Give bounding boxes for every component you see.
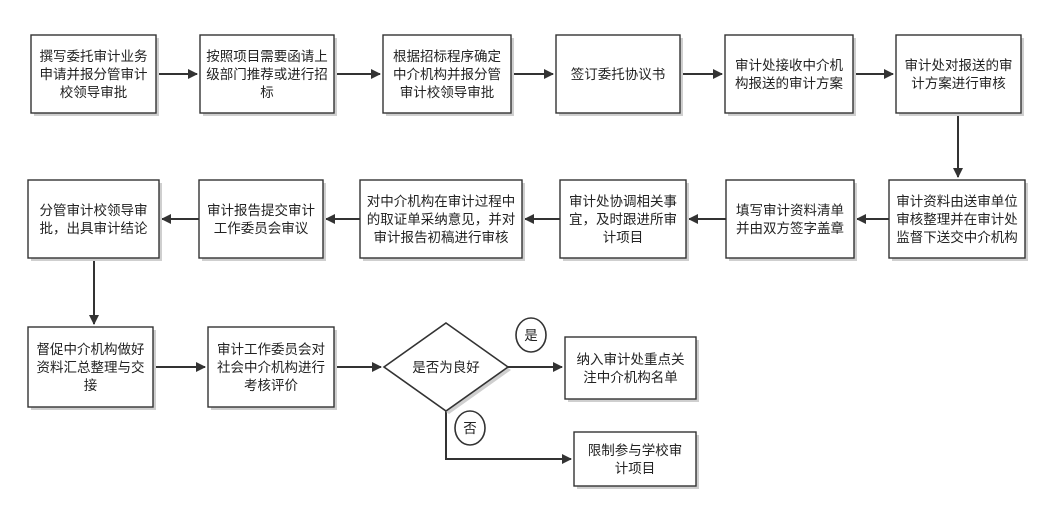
node-text-line: 审计工作委员会对	[217, 342, 325, 358]
process-box	[564, 336, 697, 400]
node-text-line: 纳入审计处重点关	[577, 352, 685, 368]
process-box	[895, 34, 1022, 114]
node-text-line: 申请并报分管审计	[40, 67, 148, 83]
process-box	[199, 34, 335, 114]
node-n15: 是否为良好	[382, 322, 511, 414]
nodes: 撰写委托审计业务申请并报分管审计校领导审批按照项目需要函请上级部门推荐或进行招标…	[27, 34, 1028, 489]
node-text-line: 校领导审批	[60, 84, 128, 101]
decision-diamond	[382, 322, 510, 412]
node-text-line: 审计报告初稿进行审核	[374, 229, 509, 246]
process-box	[207, 326, 335, 408]
node-text-line: 中介机构并报分管	[393, 67, 501, 83]
node-text-line: 宜，及时跟进所审	[569, 212, 677, 228]
node-text-line: 级部门推荐或进行招	[206, 67, 328, 83]
edge-n15-n17	[445, 411, 572, 464]
node-text-line: 填写审计资料清单	[736, 203, 844, 219]
process-box	[382, 34, 512, 114]
node-text-line: 签订委托协议书	[571, 66, 666, 83]
process-box	[725, 179, 855, 259]
edges: 是否	[89, 69, 963, 464]
node-text-line: 是否为良好	[412, 360, 480, 376]
node-text-line: 督促中介机构做好	[37, 342, 145, 358]
process-box	[359, 179, 523, 259]
node-text-line: 审计校领导审批	[400, 84, 495, 101]
node-text-line: 批，出具审计结论	[40, 221, 148, 237]
process-box	[724, 34, 854, 114]
node-text-line: 撰写委托审计业务	[40, 49, 148, 65]
node-text-line: 标	[260, 85, 274, 101]
process-box	[573, 431, 697, 487]
node-text-line: 考核评价	[244, 378, 298, 394]
node-text-line: 按照项目需要函请上	[206, 49, 328, 65]
process-box	[30, 34, 157, 114]
node-text-line: 限制参与学校审	[588, 442, 683, 459]
process-box	[27, 179, 160, 259]
node-text-line: 审计处接收中介机	[735, 57, 843, 74]
edge-label-bubble	[454, 410, 486, 446]
node-n4: 签订委托协议书	[555, 34, 683, 116]
process-box	[559, 179, 687, 259]
process-box	[198, 179, 324, 259]
node-text-line: 注中介机构名单	[583, 370, 678, 386]
edge-label-no: 否	[454, 410, 486, 446]
node-text-line: 审核整理并在审计处	[896, 212, 1018, 228]
process-box	[888, 179, 1026, 259]
node-text-line: 构报送的审计方案	[735, 75, 843, 92]
edge-label-text: 否	[463, 421, 477, 437]
node-text-line: 审计报告提交审计	[207, 202, 315, 219]
edge-label-bubble	[515, 317, 547, 353]
node-text-line: 审计处对报送的审	[905, 58, 1013, 74]
node-text-line: 审计资料由送审单位	[896, 194, 1018, 210]
node-text-line: 社会中介机构进行	[217, 360, 325, 376]
node-text-line: 分管审计校领导审	[40, 202, 148, 219]
node-text-line: 并由双方签字盖章	[736, 220, 844, 237]
node-text-line: 资料汇总整理与交	[37, 359, 145, 376]
node-text-line: 审计处协调相关事	[569, 194, 677, 210]
node-text-line: 工作委员会审议	[214, 221, 309, 237]
node-text-line: 对中介机构在审计过程中	[367, 194, 516, 210]
edge-label-text: 是	[524, 328, 538, 344]
node-text-line: 计项目	[603, 230, 644, 246]
node-text-line: 计方案进行审核	[911, 75, 1006, 92]
edge-label-yes: 是	[515, 317, 547, 353]
process-box	[555, 34, 681, 114]
node-text-line: 的取证单采纳意见，并对	[367, 211, 516, 228]
node-text-line: 计项目	[615, 461, 656, 477]
node-text-line: 接	[84, 377, 98, 394]
process-box	[27, 326, 154, 408]
node-text-line: 根据招标程序确定	[393, 49, 501, 65]
node-text-line: 监督下送交中介机构	[896, 229, 1018, 246]
